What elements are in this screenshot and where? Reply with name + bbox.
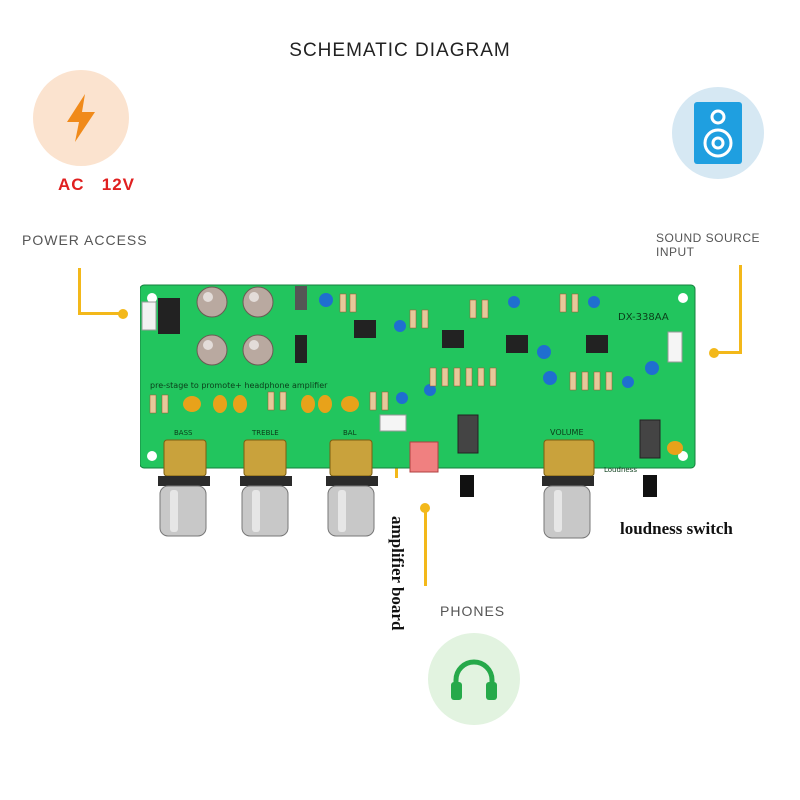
source-callout-dot <box>709 348 719 358</box>
amplifier-board-label: amplifier board <box>387 516 407 650</box>
phones-badge <box>428 633 520 725</box>
page-title: SCHEMATIC DIAGRAM <box>289 40 511 61</box>
amplifier-board-text: amplifier board <box>388 516 407 631</box>
speaker-icon <box>694 102 742 164</box>
power-callout-dot <box>118 309 128 319</box>
circuit-board: pre-stage to promote+ headphone amplifie… <box>140 284 696 539</box>
knob-label-bass: BASS <box>174 429 193 437</box>
phones-callout-vertical <box>424 508 427 586</box>
source-callout-vertical <box>739 265 742 353</box>
phones-callout-dot <box>420 503 430 513</box>
knob-label-treble: TREBLE <box>251 429 279 437</box>
board-caption: pre-stage to promote+ headphone amplifie… <box>150 381 328 390</box>
phones-label: PHONES <box>440 603 506 619</box>
power-callout-vertical <box>78 268 81 314</box>
power-badge <box>33 70 129 166</box>
lightning-icon <box>67 94 95 142</box>
power-access-label: POWER ACCESS <box>22 232 148 248</box>
loudness-silk: Loudness <box>604 466 637 474</box>
knob-label-bal: BAL <box>343 429 357 437</box>
source-callout-horizontal <box>715 351 742 354</box>
knob-label-volume: VOLUME <box>550 428 584 437</box>
power-callout-horizontal <box>78 312 122 315</box>
ac-text: AC <box>58 175 85 194</box>
headphones-icon <box>451 659 497 700</box>
voltage-text: 12V <box>101 175 135 194</box>
power-ac-label: AC 12V <box>58 175 135 195</box>
sound-source-badge <box>672 87 764 179</box>
board-model: DX-338AA <box>618 312 669 323</box>
sound-source-label: SOUND SOURCE INPUT <box>656 231 761 259</box>
loudness-switch-label: loudness switch <box>620 519 733 538</box>
